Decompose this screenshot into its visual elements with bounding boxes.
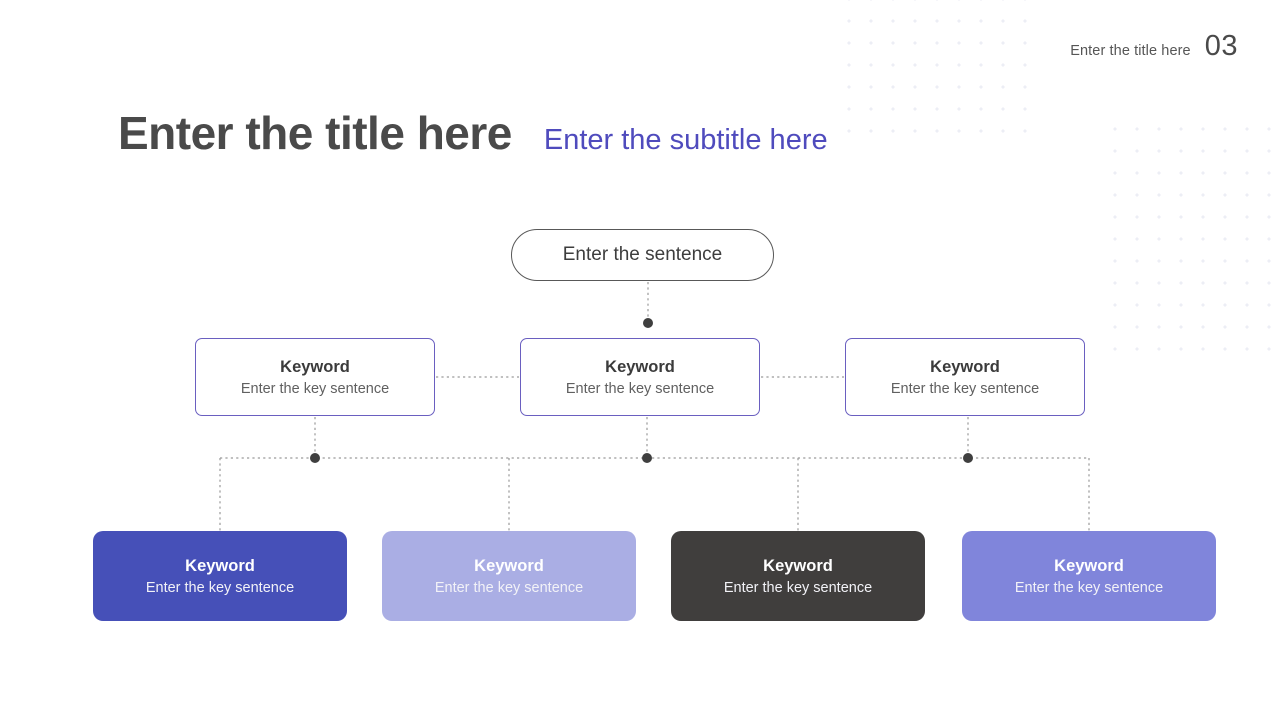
middle-node-sentence: Enter the key sentence (890, 380, 1040, 397)
bottom-card-1[interactable]: Keyword Enter the key sentence (93, 531, 347, 621)
middle-node-sentence: Enter the key sentence (565, 380, 715, 397)
middle-node-keyword: Keyword (280, 357, 350, 376)
page-title: Enter the title here (118, 107, 512, 159)
page-subtitle: Enter the subtitle here (543, 124, 828, 156)
middle-node-sentence: Enter the key sentence (240, 380, 390, 397)
bottom-card-sentence: Enter the key sentence (723, 579, 873, 596)
bottom-card-keyword: Keyword (763, 556, 833, 575)
bottom-card-2[interactable]: Keyword Enter the key sentence (382, 531, 636, 621)
bottom-card-4[interactable]: Keyword Enter the key sentence (962, 531, 1216, 621)
junction-dot-root (643, 318, 653, 328)
junction-dot-mid2 (963, 453, 973, 463)
junction-dot-mid1 (642, 453, 652, 463)
middle-node-2[interactable]: Keyword Enter the key sentence (520, 338, 760, 416)
middle-node-keyword: Keyword (605, 357, 675, 376)
bottom-card-3[interactable]: Keyword Enter the key sentence (671, 531, 925, 621)
header-label: Enter the title here (1070, 43, 1191, 59)
root-node-text: Enter the sentence (562, 244, 723, 265)
bottom-card-keyword: Keyword (1054, 556, 1124, 575)
header-slide-number: 03 (1204, 30, 1238, 62)
middle-node-3[interactable]: Keyword Enter the key sentence (845, 338, 1085, 416)
middle-node-1[interactable]: Keyword Enter the key sentence (195, 338, 435, 416)
middle-node-keyword: Keyword (930, 357, 1000, 376)
bottom-card-sentence: Enter the key sentence (145, 579, 295, 596)
header: Enter the title here 03 (1070, 30, 1238, 63)
bottom-card-keyword: Keyword (474, 556, 544, 575)
bottom-card-sentence: Enter the key sentence (1014, 579, 1164, 596)
junction-dot-mid0 (310, 453, 320, 463)
root-node[interactable]: Enter the sentence (511, 229, 774, 281)
bottom-card-sentence: Enter the key sentence (434, 579, 584, 596)
bottom-card-keyword: Keyword (185, 556, 255, 575)
title-row: Enter the title here Enter the subtitle … (118, 106, 828, 160)
